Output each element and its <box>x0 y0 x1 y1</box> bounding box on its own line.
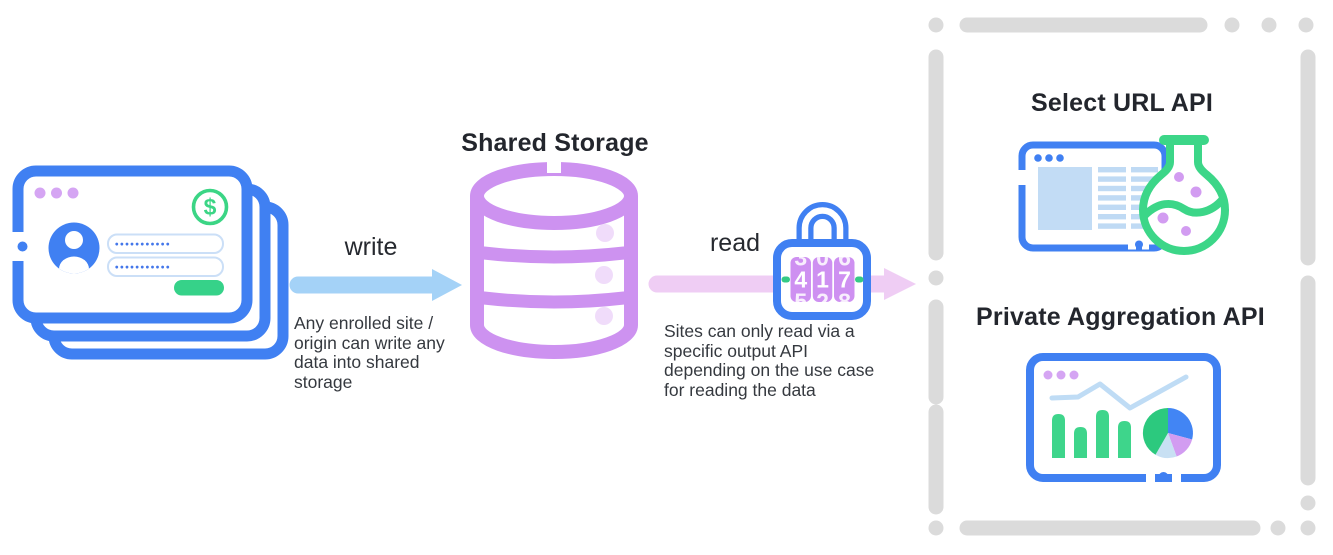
bar-chart-icon <box>1052 410 1131 458</box>
dial-marker <box>781 276 790 283</box>
flask-icon <box>1139 135 1229 255</box>
dial-digit: 1 <box>816 267 829 293</box>
dashboard-chart-icon <box>1026 353 1221 483</box>
dial-digit-partial: 2 <box>816 289 829 315</box>
read-caption: Sites can only read via a specific outpu… <box>664 321 914 400</box>
caption-line: specific output API <box>664 340 808 361</box>
select-url-api-title: Select URL API <box>1030 89 1214 117</box>
dial-digit-partial: 3 <box>794 245 807 271</box>
password-field: ••••••••••• <box>107 233 224 254</box>
dial-digit: 4 <box>794 267 807 293</box>
private-aggregation-api-title: Private Aggregation API <box>976 303 1265 331</box>
write-caption: Any enrolled site / origin can write any… <box>294 313 479 392</box>
line-chart-icon <box>1049 374 1189 411</box>
user-avatar-icon <box>48 222 100 274</box>
dial-marker <box>855 276 864 283</box>
caption-line: depending on the use case <box>664 360 875 380</box>
dial-digit-partial: 8 <box>838 289 851 315</box>
caption-line: Sites can only read via a <box>664 321 855 341</box>
dial-digit-partial: 6 <box>838 245 851 271</box>
combination-lock-icon: 3 4 5 0 1 2 6 7 8 <box>773 202 871 320</box>
shared-storage-title: Shared Storage <box>461 129 649 157</box>
write-arrow-icon <box>289 269 462 301</box>
dial-digit-partial: 5 <box>794 289 807 315</box>
output-gate-border <box>928 17 1316 536</box>
browser-stack-icon: $ ••••••••••• ••••••••••• <box>9 165 289 360</box>
window-dots-icon <box>34 187 79 199</box>
window-dots-icon <box>1043 370 1079 380</box>
border-dot <box>1158 472 1169 482</box>
write-label: write <box>344 233 398 261</box>
border-dot <box>1135 240 1143 249</box>
database-icon <box>470 161 638 359</box>
caption-line: data into shared <box>294 352 420 372</box>
read-label: read <box>709 229 761 257</box>
dial-digit-partial: 0 <box>816 245 829 271</box>
caption-line: storage <box>294 371 353 392</box>
lock-dial: 6 7 8 <box>834 245 855 315</box>
password-value: ••••••••••• <box>115 240 171 251</box>
content-block <box>1038 167 1092 230</box>
password-value: ••••••••••• <box>115 263 171 274</box>
caption-line: origin can write any <box>294 332 445 353</box>
lock-dial: 3 4 5 <box>790 245 811 315</box>
caption-line: Any enrolled site / <box>294 313 434 333</box>
border-dot <box>17 241 28 252</box>
password-field: ••••••••••• <box>107 256 224 277</box>
dial-digit: 7 <box>838 267 851 293</box>
pie-chart-icon <box>1142 407 1193 459</box>
flask-bubbles <box>1157 172 1202 236</box>
lock-dial: 0 1 2 <box>812 245 833 315</box>
dollar-badge-icon: $ <box>191 188 229 226</box>
caption-line: for reading the data <box>664 379 816 400</box>
window-dots-icon <box>1034 154 1064 162</box>
browser-flask-icon <box>1016 135 1229 255</box>
currency-symbol: $ <box>204 194 217 220</box>
submit-button-shape <box>174 280 224 296</box>
